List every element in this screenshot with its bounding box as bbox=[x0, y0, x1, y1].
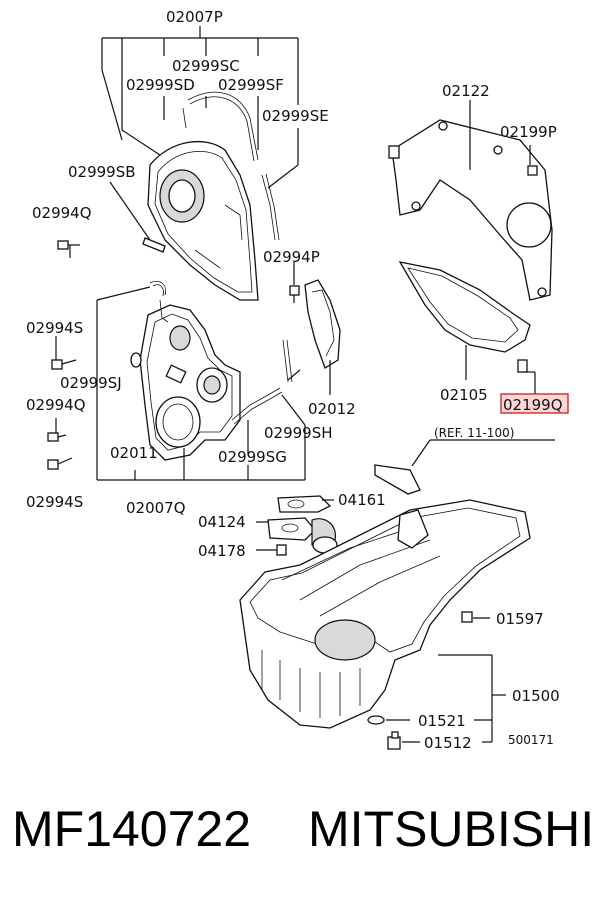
plate-02122 bbox=[388, 119, 553, 301]
label-drawing-number: 500171 bbox=[508, 733, 554, 747]
label-02994S-bot: 02994S bbox=[26, 493, 83, 511]
label-02007Q: 02007Q bbox=[126, 499, 186, 517]
label-02999SC: 02999SC bbox=[172, 57, 240, 75]
label-02999SH: 02999SH bbox=[264, 424, 333, 442]
label-02999SB: 02999SB bbox=[68, 163, 136, 181]
caption: MF140722 MITSUBISHI bbox=[0, 800, 600, 880]
label-01521: 01521 bbox=[418, 712, 466, 730]
bolt-02994P bbox=[289, 285, 300, 303]
bolt-02199P bbox=[527, 165, 538, 176]
plate-02105 bbox=[398, 261, 531, 353]
label-01500: 01500 bbox=[512, 687, 560, 705]
label-01512: 01512 bbox=[424, 734, 472, 752]
oil-pan-01500 bbox=[239, 499, 531, 729]
gasket-04161 bbox=[277, 495, 332, 513]
label-02994Q-bot: 02994Q bbox=[26, 396, 86, 414]
label-02994S-top: 02994S bbox=[26, 319, 83, 337]
upper-timing-cover bbox=[147, 140, 259, 301]
label-02999SD: 02999SD bbox=[126, 76, 195, 94]
cover-02012 bbox=[304, 279, 341, 369]
bolt-01597 bbox=[461, 611, 473, 623]
label-02012: 02012 bbox=[308, 400, 356, 418]
gasket-02999SH bbox=[231, 387, 281, 421]
label-02994P: 02994P bbox=[263, 248, 320, 266]
label-01597: 01597 bbox=[496, 610, 544, 628]
leaders-oil-pan bbox=[256, 499, 506, 743]
drain-plug-01512 bbox=[387, 731, 401, 750]
label-02999SE: 02999SE bbox=[262, 107, 329, 125]
label-02999SF: 02999SF bbox=[218, 76, 284, 94]
label-02105: 02105 bbox=[440, 386, 488, 404]
part-number: MF140722 bbox=[12, 801, 252, 857]
label-02122: 02122 bbox=[442, 82, 490, 100]
leaders-02007P bbox=[101, 26, 299, 241]
bolt-02994S-top bbox=[51, 359, 77, 370]
label-02007P: 02007P bbox=[166, 8, 223, 26]
exploded-parts-diagram: 02007P 02999SC 02999SD 02999SF 02999SE 0… bbox=[26, 8, 569, 752]
drain-gasket-01521 bbox=[367, 715, 385, 725]
leaders-02122 bbox=[465, 100, 536, 395]
label-02994Q-top: 02994Q bbox=[32, 204, 92, 222]
label-02199Q: 02199Q bbox=[503, 396, 563, 414]
bolt-02994S-bot bbox=[47, 457, 73, 470]
ref-part-11-100 bbox=[374, 439, 555, 495]
label-02199P: 02199P bbox=[500, 123, 557, 141]
bolt-02199Q bbox=[517, 359, 528, 373]
gasket-02999SB bbox=[142, 237, 166, 253]
label-04124: 04124 bbox=[198, 513, 246, 531]
bolt-04178 bbox=[276, 544, 287, 556]
label-02999SJ: 02999SJ bbox=[60, 374, 122, 392]
label-04161: 04161 bbox=[338, 491, 386, 509]
gasket-02999SG bbox=[282, 339, 289, 383]
label-02011: 02011 bbox=[110, 444, 158, 462]
highlight-box-02199Q bbox=[500, 393, 569, 414]
bolt-02994Q-bot bbox=[47, 432, 67, 442]
brand-name: MITSUBISHI bbox=[308, 801, 595, 857]
gasket-02999SC bbox=[187, 91, 259, 161]
bolt-02994Q-top bbox=[57, 240, 80, 250]
label-04178: 04178 bbox=[198, 542, 246, 560]
gasket-02999SE bbox=[261, 174, 276, 241]
label-02999SG: 02999SG bbox=[218, 448, 287, 466]
label-ref: (REF. 11-100) bbox=[434, 426, 514, 440]
leaders-02007Q bbox=[55, 245, 331, 481]
